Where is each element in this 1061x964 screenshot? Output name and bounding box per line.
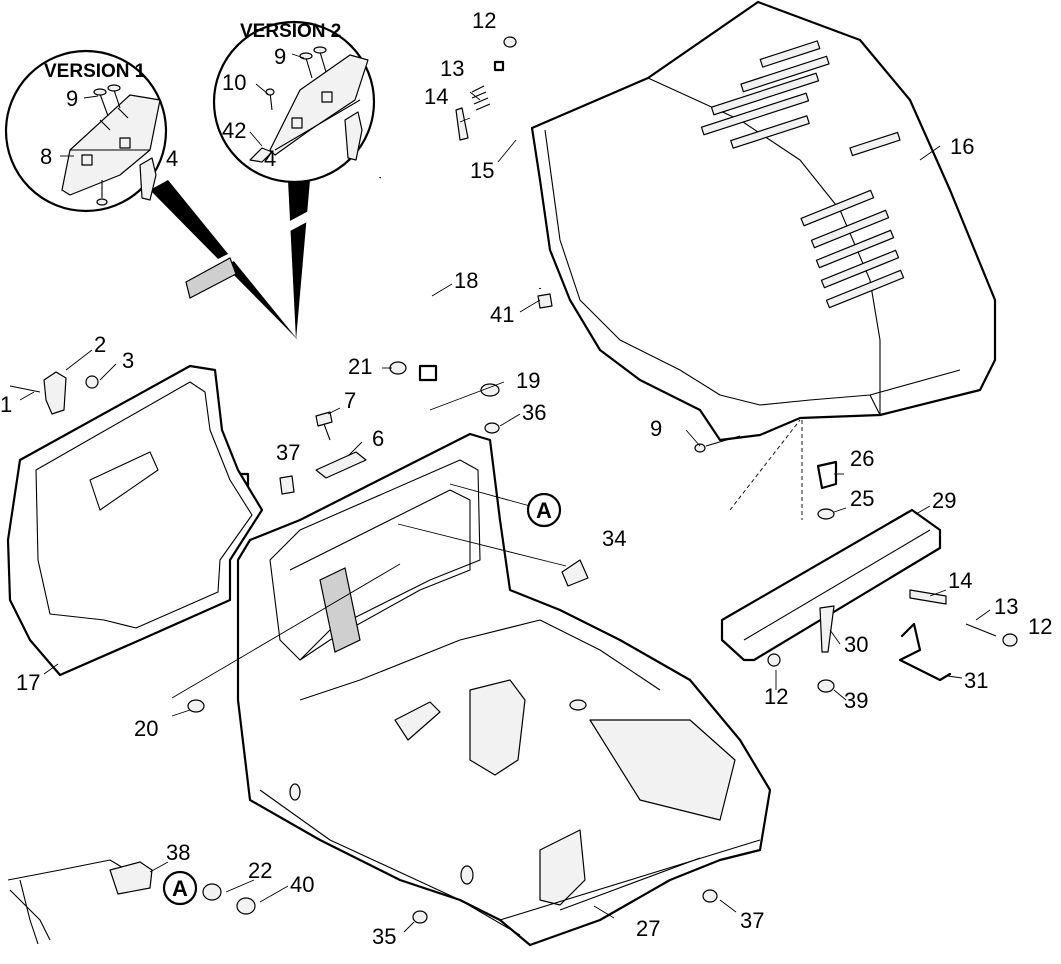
part-label-10: 10 bbox=[222, 70, 246, 95]
part-label-22: 22 bbox=[248, 858, 272, 883]
part-label-4: 4 bbox=[264, 146, 276, 171]
part-label-3: 3 bbox=[122, 348, 134, 373]
part-label-27: 27 bbox=[636, 916, 660, 941]
part-label-31: 31 bbox=[964, 668, 988, 693]
part-label-12: 12 bbox=[472, 8, 496, 33]
part-label-20: 20 bbox=[134, 716, 158, 741]
part-label-17: 17 bbox=[16, 670, 40, 695]
callout-a-label: A bbox=[536, 498, 552, 523]
part-label-7: 7 bbox=[344, 388, 356, 413]
part-label-30: 30 bbox=[844, 632, 868, 657]
part-label-25: 25 bbox=[850, 486, 874, 511]
part-label-41: 41 bbox=[490, 302, 514, 327]
part-label-40: 40 bbox=[290, 872, 314, 897]
prop-rod bbox=[455, 36, 553, 309]
part-label-9: 9 bbox=[66, 86, 78, 111]
left-side-panel bbox=[6, 364, 264, 677]
part-label-15: 15 bbox=[470, 158, 494, 183]
version-1-detail bbox=[4, 49, 298, 340]
part-label-26: 26 bbox=[850, 446, 874, 471]
callout-a-lower: A bbox=[162, 870, 198, 906]
callout-a-label: A bbox=[172, 876, 188, 901]
part-label-35: 35 bbox=[372, 924, 396, 949]
version-2-label: VERSION 2 bbox=[240, 21, 341, 42]
part-label-36: 36 bbox=[522, 400, 546, 425]
part-label-38: 38 bbox=[166, 840, 190, 865]
part-label-4: 4 bbox=[166, 146, 178, 171]
part-label-13: 13 bbox=[994, 594, 1018, 619]
part-label-42: 42 bbox=[222, 118, 246, 143]
part-label-8: 8 bbox=[40, 144, 52, 169]
part-label-14: 14 bbox=[948, 568, 972, 593]
part-label-12: 12 bbox=[764, 684, 788, 709]
part-label-16: 16 bbox=[950, 134, 974, 159]
version-2-detail bbox=[212, 20, 376, 340]
part-label-14: 14 bbox=[424, 84, 448, 109]
part-label-37: 37 bbox=[276, 440, 300, 465]
leader-lines bbox=[19, 53, 991, 933]
part-label-37: 37 bbox=[740, 908, 764, 933]
part-label-21: 21 bbox=[348, 354, 372, 379]
main-body bbox=[236, 432, 772, 947]
part-label-29: 29 bbox=[932, 488, 956, 513]
part-label-6: 6 bbox=[372, 426, 384, 451]
version-1-label: VERSION 1 bbox=[44, 61, 146, 82]
part-label-2: 2 bbox=[94, 332, 106, 357]
part-label-34: 34 bbox=[602, 526, 626, 551]
part-label-39: 39 bbox=[844, 688, 868, 713]
part-label-19: 19 bbox=[516, 368, 540, 393]
small-parts bbox=[7, 361, 718, 945]
part-label-9: 9 bbox=[650, 416, 662, 441]
part-label-9: 9 bbox=[274, 44, 286, 69]
hood-vents bbox=[700, 40, 905, 309]
callout-a-upper: A bbox=[526, 492, 562, 528]
part-label-12: 12 bbox=[1028, 614, 1052, 639]
part-label-1: 1 bbox=[0, 392, 12, 417]
hood bbox=[530, 0, 997, 442]
part-label-13: 13 bbox=[440, 56, 464, 81]
part-label-18: 18 bbox=[454, 268, 478, 293]
